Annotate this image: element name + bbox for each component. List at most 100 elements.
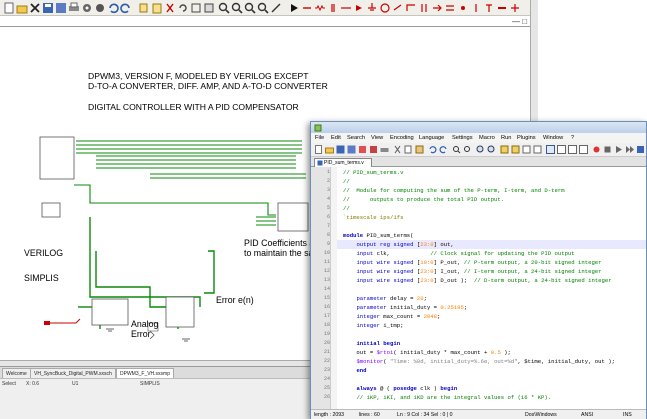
text-icon[interactable] — [483, 2, 495, 14]
code-line: parameter initial_duty = 0.25195; — [343, 303, 467, 312]
redo-icon[interactable] — [439, 145, 448, 154]
show-all-icon[interactable] — [522, 145, 531, 154]
function-list-icon[interactable] — [568, 145, 577, 154]
new-file-icon[interactable] — [3, 2, 15, 14]
probe-icon[interactable] — [270, 2, 282, 14]
user-language-icon[interactable] — [546, 145, 555, 154]
component-icon[interactable] — [301, 2, 313, 14]
diode-icon[interactable] — [353, 2, 365, 14]
schematic-window-controls[interactable]: — □ × — [512, 17, 534, 26]
menu-encoding[interactable]: Encoding — [390, 135, 414, 141]
tab-sync-buck-schematic[interactable]: VH_SyncBuck_Digital_PWM.sxsch — [30, 368, 116, 378]
label-icon[interactable] — [444, 2, 456, 14]
copy-icon[interactable] — [404, 145, 413, 154]
code-token: // PID_sum_terms.v — [343, 169, 404, 176]
indent-guide-icon[interactable] — [533, 145, 542, 154]
mirror-icon[interactable] — [190, 2, 202, 14]
cut-icon[interactable] — [393, 145, 402, 154]
undo-icon[interactable] — [107, 2, 119, 14]
schematic-horizontal-scrollbar[interactable] — [0, 360, 530, 367]
replace-icon[interactable] — [463, 145, 472, 154]
menu-window[interactable]: Window — [543, 135, 564, 141]
play-macro-icon[interactable] — [614, 145, 623, 154]
code-token: clk ) — [416, 385, 441, 392]
code-token — [343, 277, 356, 284]
save-icon[interactable] — [336, 145, 345, 154]
print-icon[interactable] — [68, 2, 80, 14]
run-multiple-icon[interactable] — [625, 145, 634, 154]
save-all-icon[interactable] — [347, 145, 356, 154]
zoom-in-icon[interactable] — [218, 2, 230, 14]
zoom-out-icon[interactable] — [487, 145, 496, 154]
rotate-icon[interactable] — [177, 2, 189, 14]
pin-icon[interactable] — [470, 2, 482, 14]
net-icon[interactable] — [457, 2, 469, 14]
undo-icon[interactable] — [428, 145, 437, 154]
open-folder-icon[interactable] — [325, 145, 334, 154]
save-all-icon[interactable] — [55, 2, 67, 14]
run-icon[interactable] — [94, 2, 106, 14]
source-icon[interactable] — [379, 2, 391, 14]
folder-workspace-icon[interactable] — [579, 145, 588, 154]
junction-icon[interactable] — [509, 2, 521, 14]
menu-macro[interactable]: Macro — [479, 135, 495, 141]
switch-icon[interactable] — [392, 2, 404, 14]
gear-icon[interactable] — [81, 2, 93, 14]
code-token: ( — [383, 358, 391, 365]
save-macro-icon[interactable] — [636, 145, 645, 154]
record-macro-icon[interactable] — [592, 145, 601, 154]
paste-icon[interactable] — [151, 2, 163, 14]
menu-edit[interactable]: Edit — [331, 135, 341, 141]
zoom-out-icon[interactable] — [231, 2, 243, 14]
tab-dpwm3-schematic[interactable]: DPWM3_F_VH.sxsmp — [116, 368, 175, 378]
print-icon[interactable] — [380, 145, 389, 154]
sync-scroll-icon[interactable] — [500, 145, 509, 154]
bus-icon[interactable] — [496, 2, 508, 14]
menu-plugins[interactable]: Plugins — [517, 135, 536, 141]
menu-settings[interactable]: Settings — [452, 135, 473, 141]
new-file-icon[interactable] — [314, 145, 323, 154]
capacitor-icon[interactable] — [327, 2, 339, 14]
flip-icon[interactable] — [203, 2, 215, 14]
open-folder-icon[interactable] — [16, 2, 28, 14]
menu-language[interactable]: Language — [419, 135, 445, 141]
line-number: 9 — [326, 241, 330, 247]
menu-run[interactable]: Run — [501, 135, 512, 141]
zoom-in-icon[interactable] — [476, 145, 485, 154]
code-line: // outputs to produce the total PID outp… — [343, 195, 504, 204]
code-token — [343, 250, 356, 257]
paste-icon[interactable] — [415, 145, 424, 154]
close-all-icon[interactable] — [369, 145, 378, 154]
schematic-bottom-area — [0, 388, 320, 419]
resistor-icon[interactable] — [314, 2, 326, 14]
code-token: input wire signed — [356, 277, 414, 284]
menu-search[interactable]: Search — [347, 135, 366, 141]
copy-icon[interactable] — [138, 2, 150, 14]
code-token: 23:0 — [420, 268, 434, 275]
zoom-fit-icon[interactable] — [244, 2, 256, 14]
tab-pid-sum-terms[interactable]: PID_sum_terms.v — [314, 158, 372, 167]
redo-icon[interactable] — [120, 2, 132, 14]
close-file-icon[interactable] — [358, 145, 367, 154]
menu-view[interactable]: View — [371, 135, 384, 141]
transformer-icon[interactable] — [418, 2, 430, 14]
menu-file[interactable]: File — [315, 135, 325, 141]
word-wrap-icon[interactable] — [511, 145, 520, 154]
cut-icon[interactable] — [164, 2, 176, 14]
close-x-icon[interactable] — [29, 2, 41, 14]
file-saved-icon — [317, 160, 323, 166]
menu-help[interactable]: ? — [571, 135, 575, 141]
stop-macro-icon[interactable] — [603, 145, 612, 154]
wire-icon[interactable] — [405, 2, 417, 14]
zoom-area-icon[interactable] — [257, 2, 269, 14]
inductor-icon[interactable] — [340, 2, 352, 14]
ground-icon[interactable] — [366, 2, 378, 14]
save-icon[interactable] — [42, 2, 54, 14]
schematic-tab-bar: Welcome VH_SyncBuck_Digital_PWM.sxsch DP… — [0, 366, 320, 378]
play-icon[interactable] — [288, 2, 300, 14]
tab-welcome[interactable]: Welcome — [2, 368, 31, 378]
find-icon[interactable] — [452, 145, 461, 154]
doc-map-icon[interactable] — [557, 145, 566, 154]
port-icon[interactable] — [431, 2, 443, 14]
